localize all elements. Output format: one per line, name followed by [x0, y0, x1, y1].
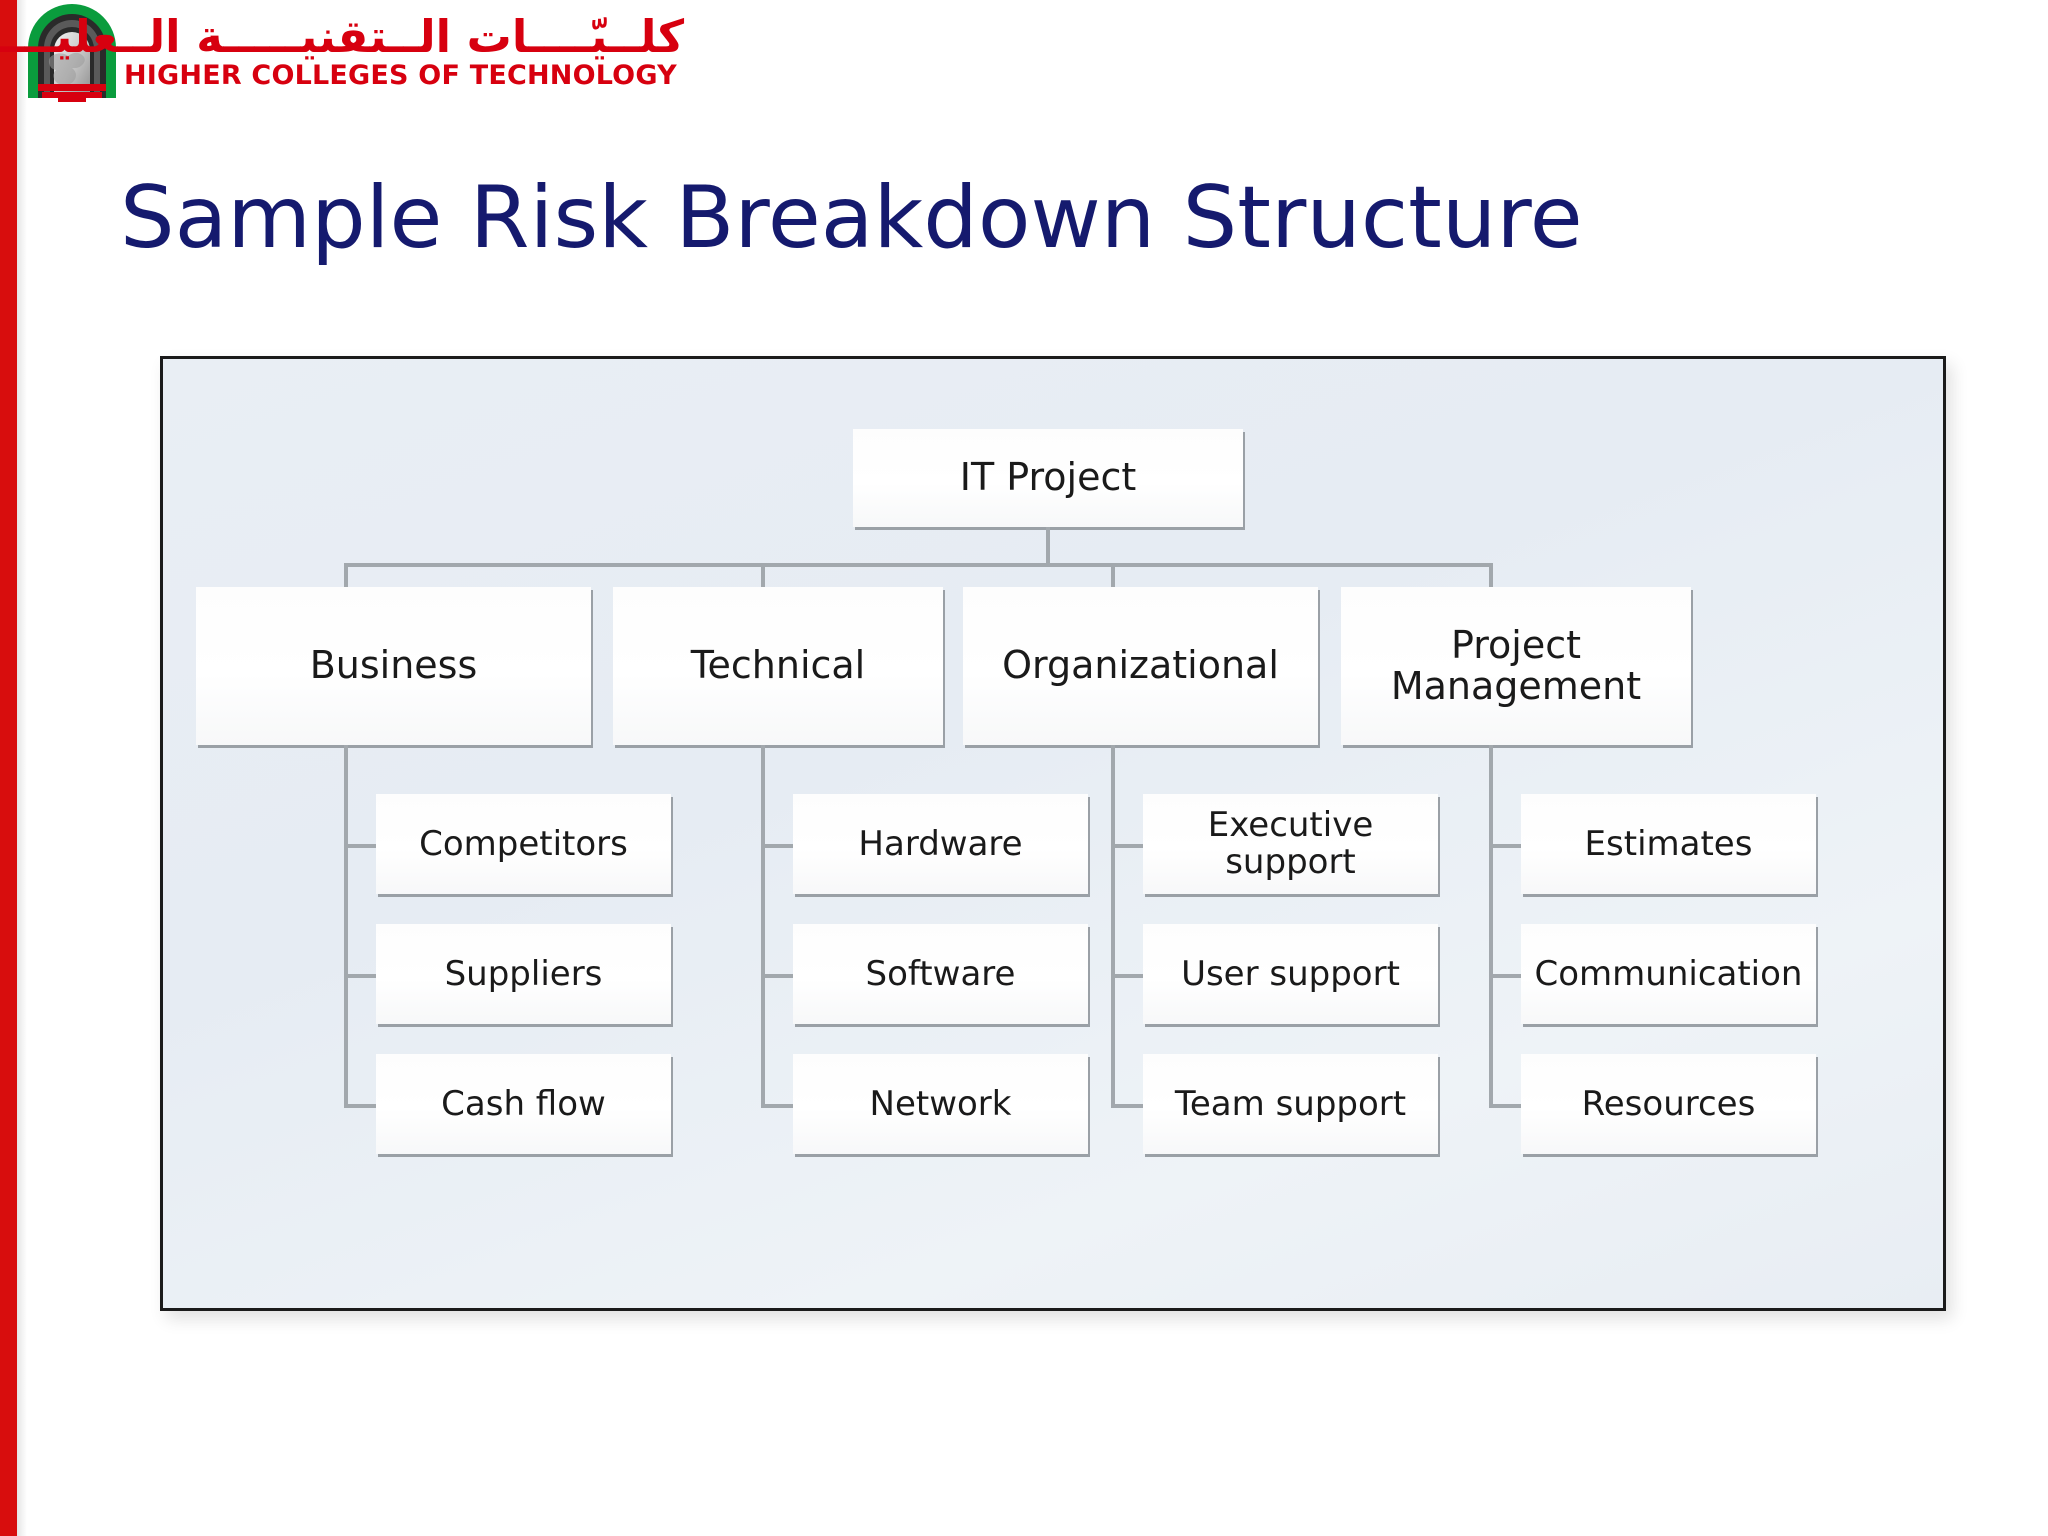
- node-leaf-competitors[interactable]: Competitors: [376, 794, 671, 894]
- brand-header: كلــيّــــات الــتقنيـــــة الــعليـــــ…: [0, 2, 738, 106]
- connector-child-stub: [761, 974, 797, 978]
- connector-child-stub: [761, 1104, 797, 1108]
- node-leaf-communication[interactable]: Communication: [1521, 924, 1816, 1024]
- node-label: User support: [1181, 953, 1400, 994]
- connector-child-stub: [1111, 844, 1147, 848]
- node-label: Hardware: [858, 823, 1023, 864]
- connector-branch-bus: [761, 563, 1052, 567]
- node-label: Business: [309, 643, 478, 688]
- page-title: Sample Risk Breakdown Structure: [120, 167, 1583, 268]
- node-leaf-resources[interactable]: Resources: [1521, 1054, 1816, 1154]
- brand-name-english: HIGHER COLLEGES OF TECHNOLOGY: [124, 60, 677, 91]
- node-label: Communication: [1534, 953, 1803, 994]
- node-leaf-user-support[interactable]: User support: [1143, 924, 1438, 1024]
- connector-root-drop: [1046, 527, 1050, 565]
- node-label: Suppliers: [444, 953, 603, 994]
- brand-name-arabic: كلــيّــــات الــتقنيـــــة الــعليـــــ…: [0, 10, 684, 63]
- node-leaf-executive-support[interactable]: Executive support: [1143, 794, 1438, 894]
- connector-child-stub: [1111, 974, 1147, 978]
- node-label: IT Project: [959, 455, 1137, 500]
- node-leaf-network[interactable]: Network: [793, 1054, 1088, 1154]
- left-accent-bar-shadow: [17, 0, 27, 1536]
- node-branch-project-management[interactable]: Project Management: [1341, 587, 1691, 745]
- connector-branch-drop: [1489, 563, 1493, 587]
- node-label: Resources: [1581, 1083, 1756, 1124]
- node-leaf-suppliers[interactable]: Suppliers: [376, 924, 671, 1024]
- connector-child-stub: [1489, 1104, 1525, 1108]
- hct-arch-logo-icon: [24, 4, 120, 102]
- brand-text-block: كلــيّــــات الــتقنيـــــة الــعليـــــ…: [0, 8, 724, 104]
- node-label: Project Management: [1390, 622, 1642, 708]
- connector-child-spine: [1489, 745, 1493, 1104]
- connector-child-stub: [761, 844, 797, 848]
- connector-child-spine: [344, 745, 348, 1104]
- connector-child-stub: [344, 1104, 380, 1108]
- node-leaf-software[interactable]: Software: [793, 924, 1088, 1024]
- connector-child-spine: [1111, 745, 1115, 1104]
- node-label: Cash flow: [441, 1083, 606, 1124]
- connector-branch-drop: [761, 563, 765, 587]
- node-label: Organizational: [1002, 643, 1279, 688]
- node-label: Technical: [690, 643, 866, 688]
- node-leaf-estimates[interactable]: Estimates: [1521, 794, 1816, 894]
- connector-child-stub: [1489, 844, 1525, 848]
- node-root-it-project[interactable]: IT Project: [853, 429, 1243, 527]
- connector-child-stub: [344, 974, 380, 978]
- node-leaf-team-support[interactable]: Team support: [1143, 1054, 1438, 1154]
- node-leaf-cash-flow[interactable]: Cash flow: [376, 1054, 671, 1154]
- node-label: Software: [865, 953, 1016, 994]
- node-label: Team support: [1174, 1083, 1407, 1124]
- connector-child-spine: [761, 745, 765, 1104]
- node-branch-technical[interactable]: Technical: [613, 587, 943, 745]
- connector-child-stub: [1111, 1104, 1147, 1108]
- node-branch-organizational[interactable]: Organizational: [963, 587, 1318, 745]
- node-label: Estimates: [1584, 823, 1753, 864]
- connector-branch-bus: [1048, 563, 1493, 567]
- node-label: Network: [869, 1083, 1012, 1124]
- node-branch-business[interactable]: Business: [196, 587, 591, 745]
- connector-child-stub: [344, 844, 380, 848]
- connector-child-stub: [1489, 974, 1525, 978]
- node-label: Competitors: [419, 823, 628, 864]
- node-leaf-hardware[interactable]: Hardware: [793, 794, 1088, 894]
- left-accent-bar: [0, 0, 17, 1536]
- connector-branch-drop: [1111, 563, 1115, 587]
- node-label: Executive support: [1207, 805, 1374, 882]
- connector-branch-bus: [344, 563, 1052, 567]
- connector-branch-drop: [344, 563, 348, 587]
